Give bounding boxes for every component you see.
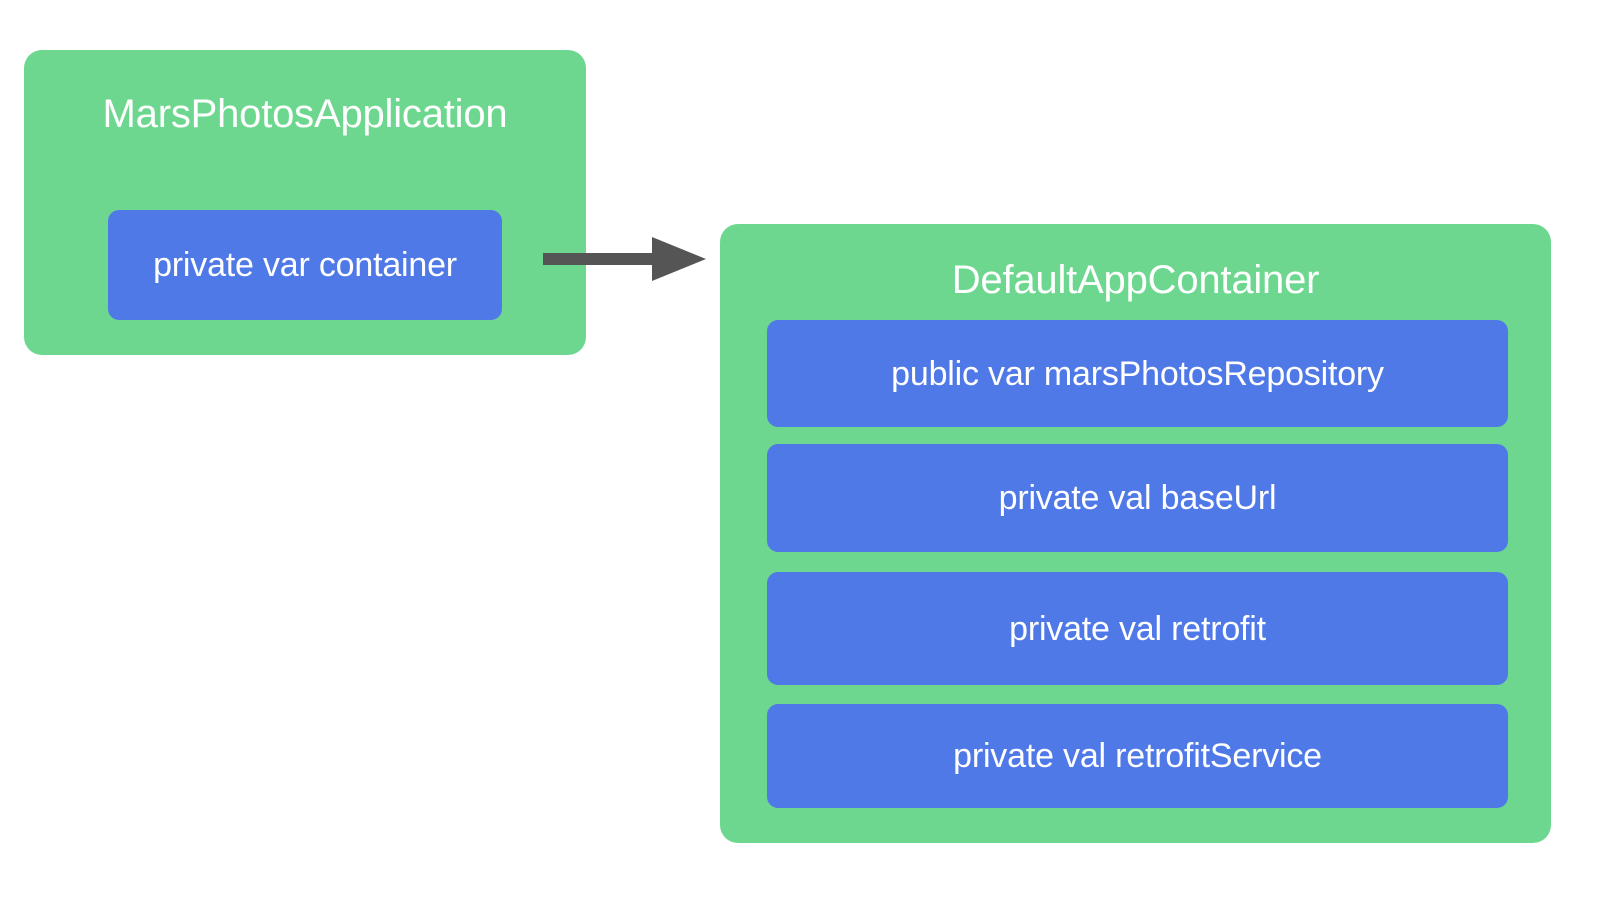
member-label-container: private var container <box>153 246 457 284</box>
member-box-mars-photos-repository[interactable]: public var marsPhotosRepository <box>767 320 1508 427</box>
class-box-default-app-container[interactable]: DefaultAppContainer public var marsPhoto… <box>720 224 1551 843</box>
member-label-mars-photos-repository: public var marsPhotosRepository <box>891 354 1384 393</box>
member-label-retrofit-service: private val retrofitService <box>953 737 1322 775</box>
member-box-container[interactable]: private var container <box>108 210 502 320</box>
class-title-default-app-container: DefaultAppContainer <box>951 258 1320 302</box>
class-box-mars-photos-application[interactable]: MarsPhotosApplication private var contai… <box>24 50 586 355</box>
member-box-retrofit[interactable]: private val retrofit <box>767 572 1508 685</box>
arrow-right-icon <box>543 237 706 281</box>
member-box-base-url[interactable]: private val baseUrl <box>767 444 1508 552</box>
member-label-base-url: private val baseUrl <box>998 479 1277 517</box>
class-title-mars-photos-application: MarsPhotosApplication <box>102 92 508 136</box>
member-box-retrofit-service[interactable]: private val retrofitService <box>767 704 1508 808</box>
member-label-retrofit: private val retrofit <box>1009 609 1266 648</box>
